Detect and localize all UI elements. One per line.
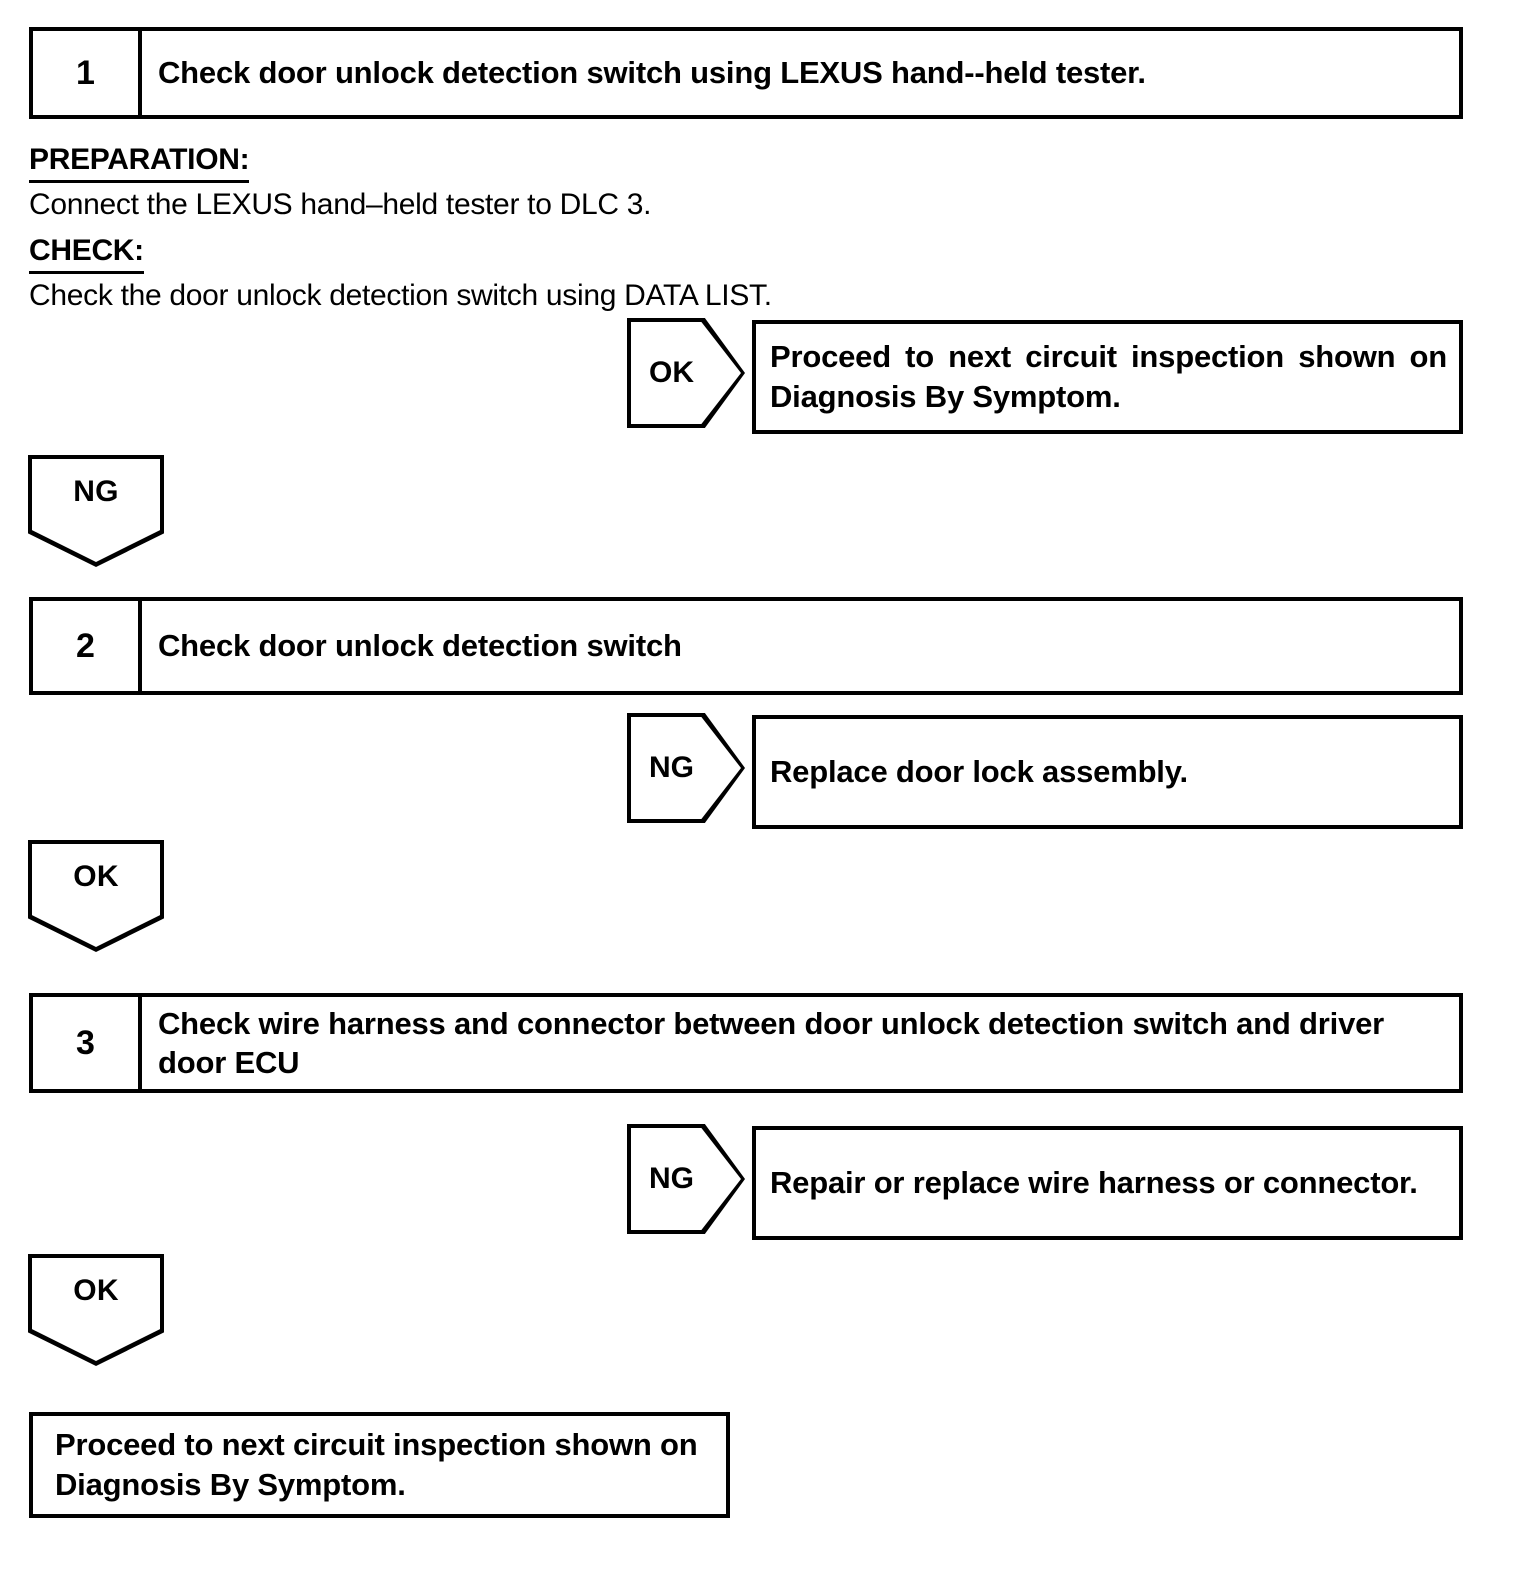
step-number-3: 3 <box>33 997 142 1089</box>
connector-ng-1: NG <box>28 455 164 567</box>
step-box-1: 1 Check door unlock detection switch usi… <box>29 27 1463 119</box>
branch-2: NG Replace door lock assembly. <box>627 713 1463 831</box>
connector-ng-1-label: NG <box>73 475 119 508</box>
step-1-details: PREPARATION: Connect the LEXUS hand–held… <box>29 140 1029 322</box>
terminal-box: Proceed to next circuit inspection shown… <box>29 1412 730 1518</box>
connector-ok-2: OK <box>28 1254 164 1366</box>
preparation-header: PREPARATION: <box>29 140 250 183</box>
branch-1-result: OK <box>631 322 741 424</box>
branch-2-result: NG <box>631 717 741 819</box>
branch-1-action: Proceed to next circuit inspection shown… <box>770 338 1447 414</box>
branch-3-action: Repair or replace wire harness or connec… <box>770 1164 1418 1200</box>
branch-2-box: Replace door lock assembly. <box>752 715 1463 829</box>
check-body: Check the door unlock detection switch u… <box>29 279 772 312</box>
branch-2-action: Replace door lock assembly. <box>770 753 1188 789</box>
step-title-2: Check door unlock detection switch <box>158 628 682 664</box>
check-header: CHECK: <box>29 231 144 274</box>
branch-1-tag: OK <box>627 318 745 428</box>
branch-3-tag: NG <box>627 1124 745 1234</box>
terminal-text: Proceed to next circuit inspection shown… <box>55 1426 698 1502</box>
step-number-1: 1 <box>33 31 142 115</box>
branch-1: OK Proceed to next circuit inspection sh… <box>627 318 1463 436</box>
connector-ok-2-label: OK <box>73 1274 119 1307</box>
step-number-2: 2 <box>33 601 142 691</box>
step-box-3: 3 Check wire harness and connector betwe… <box>29 993 1463 1093</box>
branch-3: NG Repair or replace wire harness or con… <box>627 1124 1463 1242</box>
connector-ok-1: OK <box>28 840 164 952</box>
branch-1-box: Proceed to next circuit inspection shown… <box>752 320 1463 434</box>
step-box-2: 2 Check door unlock detection switch <box>29 597 1463 695</box>
branch-3-box: Repair or replace wire harness or connec… <box>752 1126 1463 1240</box>
connector-ok-1-label: OK <box>73 860 119 893</box>
step-title-3: Check wire harness and connector between… <box>158 1005 1385 1080</box>
preparation-body: Connect the LEXUS hand–held tester to DL… <box>29 188 652 221</box>
step-title-1: Check door unlock detection switch using… <box>158 55 1146 91</box>
branch-3-result: NG <box>631 1128 741 1230</box>
branch-2-tag: NG <box>627 713 745 823</box>
